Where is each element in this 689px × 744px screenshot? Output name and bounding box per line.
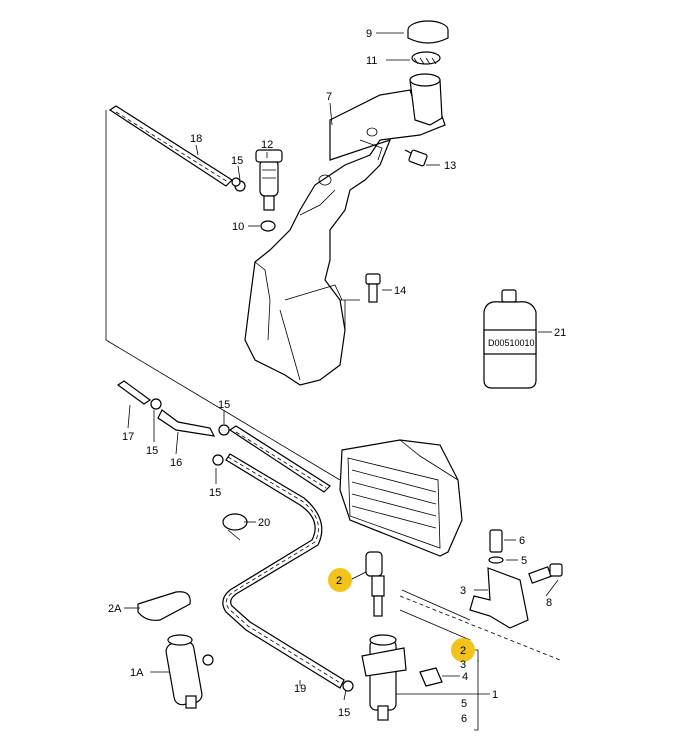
clip-20 (222, 513, 248, 541)
washer-pump (255, 149, 283, 211)
callout-21: 21 (554, 327, 566, 339)
callout-2A: 2A (108, 603, 122, 615)
callout-15-upper: 15 (218, 399, 230, 411)
callout-15-mid: 15 (209, 487, 221, 499)
callout-15-pump: 15 (231, 155, 243, 167)
callout-3: 3 (460, 585, 466, 597)
callout-1: 1 (492, 689, 498, 701)
callout-5-right: 5 (461, 698, 467, 710)
cylinder-1A (165, 634, 214, 709)
callout-2-right: 2 (460, 645, 466, 657)
grommet (260, 220, 276, 232)
callout-17: 17 (122, 431, 134, 443)
hose-clamp (231, 177, 246, 192)
callout-8: 8 (546, 597, 552, 609)
filler-cap (407, 20, 449, 44)
bolt-13 (404, 149, 428, 167)
callout-labels: 9 11 7 18 12 15 13 10 14 21 17 15 16 15 … (108, 28, 566, 725)
callout-4: 4 (462, 671, 468, 683)
bottle-label-text: D00510010 (488, 338, 535, 348)
clamp-15e (342, 680, 354, 692)
clamp-15d (212, 454, 224, 466)
pipe-16 (157, 409, 216, 437)
leader-frame (105, 110, 360, 481)
fluid-bottle: D00510010 (483, 289, 537, 389)
callout-2-upper: 2 (336, 575, 342, 587)
callout-14: 14 (394, 285, 406, 297)
highlight-marker-2a (328, 568, 352, 592)
callout-12: 12 (261, 139, 273, 151)
clamp-15c (218, 424, 230, 436)
hose-17 (116, 380, 152, 405)
bolt-6 (489, 529, 503, 553)
strainer (411, 51, 441, 65)
washer-cylinder (361, 634, 407, 721)
hose-18 (108, 105, 233, 187)
washer-5 (488, 556, 504, 564)
hose-upper (228, 425, 331, 493)
callout-6-right: 6 (461, 713, 467, 725)
callout-13: 13 (444, 160, 456, 172)
callout-19: 19 (294, 683, 306, 695)
callout-3-right: 3 (460, 659, 466, 671)
callout-18: 18 (190, 133, 202, 145)
callout-9: 9 (366, 28, 372, 40)
washer-nozzle-upper (365, 551, 385, 617)
callout-15-bottom: 15 (338, 707, 350, 719)
callout-1A: 1A (130, 667, 144, 679)
highlight-marker-2b (451, 638, 475, 662)
callout-20: 20 (258, 517, 270, 529)
washer-reservoir (244, 73, 446, 386)
headlight (339, 439, 463, 557)
callout-6: 6 (519, 535, 525, 547)
hose-19 (222, 453, 345, 689)
cover-2A (137, 591, 191, 621)
bolt-8 (528, 563, 563, 584)
clip-4 (419, 667, 443, 687)
bracket (469, 567, 529, 629)
callout-15-left: 15 (146, 445, 158, 457)
callout-10: 10 (232, 221, 244, 233)
bolt-14 (365, 273, 381, 303)
callout-11: 11 (366, 55, 377, 67)
leader-lines (124, 32, 561, 731)
callout-7: 7 (326, 91, 332, 103)
clamp-15b (150, 398, 162, 410)
callout-16: 16 (170, 457, 182, 469)
callout-5: 5 (521, 555, 527, 567)
